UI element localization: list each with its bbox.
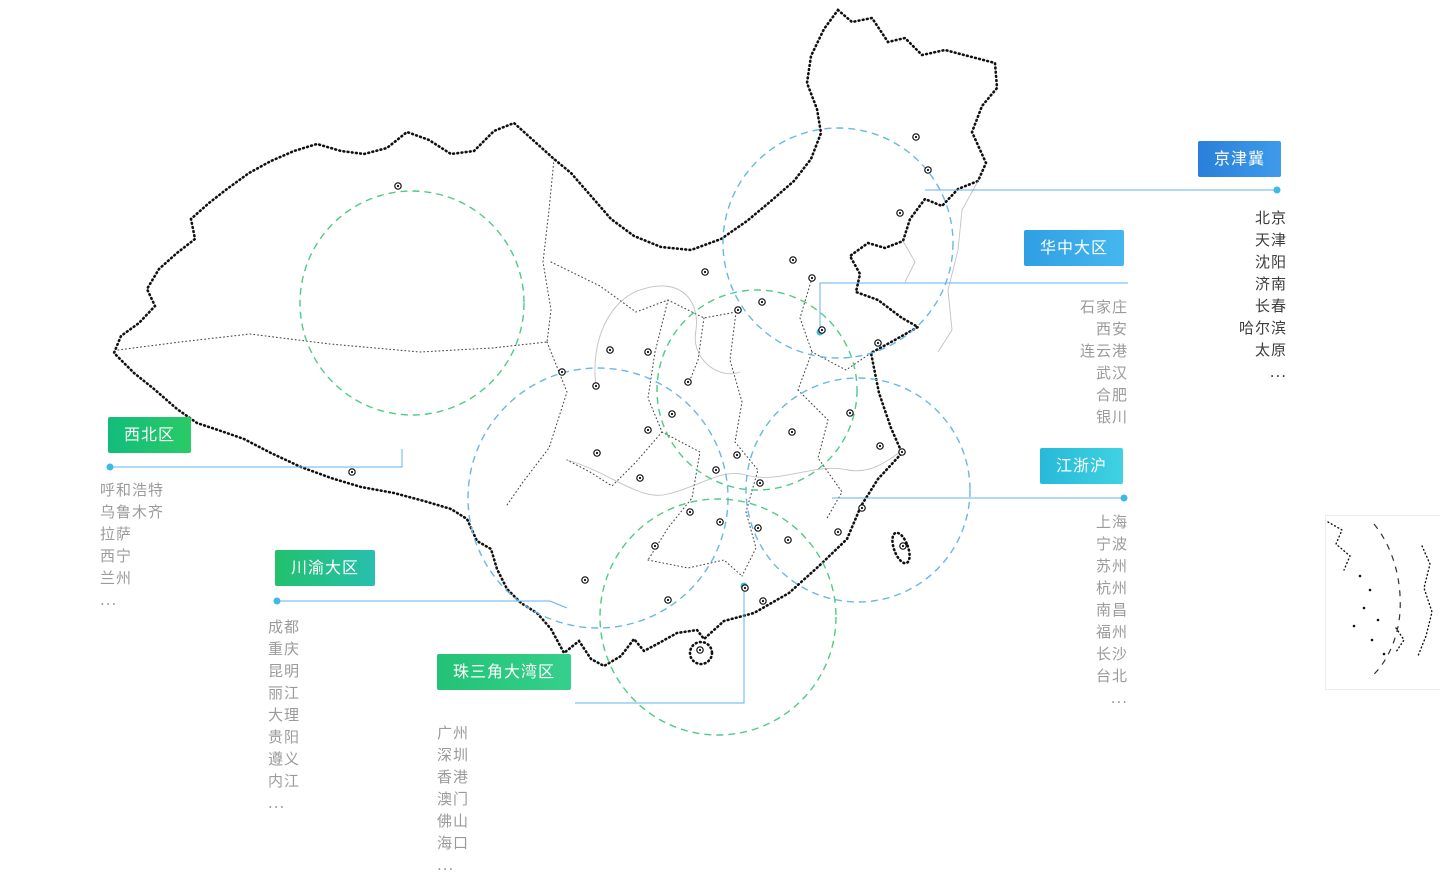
city-list-item: 昆明 [268,662,301,680]
circle-zhusanjiao [599,498,837,736]
city-list-item: ... [100,591,118,609]
city-list-item: 宁波 [1095,535,1128,553]
region-city-list-huazhong: 石家庄西安连云港武汉合肥银川 [988,296,1128,428]
city-list-item: 济南 [1254,275,1287,293]
city-list-item: 太原 [1254,341,1287,359]
circle-huazhong [656,289,858,491]
rivers [566,180,979,496]
city-list-item: 苏州 [1095,557,1128,575]
city-list-item: 广州 [437,724,470,742]
region-tag-jingjinji: 京津冀 [1198,141,1282,177]
city-list-item: ... [437,856,455,874]
city-list-item: 深圳 [437,746,470,764]
city-list-item: 长春 [1254,297,1287,315]
city-list-item: 重庆 [268,640,301,658]
city-list-item: 哈尔滨 [1238,319,1287,337]
city-list-item: ... [268,794,286,812]
city-list-item: 连云港 [1079,342,1128,360]
city-list-item: 香港 [437,768,470,786]
city-list-item: 长沙 [1095,645,1128,663]
city-list-item: 沈阳 [1254,253,1287,271]
city-list-item: 西宁 [100,547,133,565]
leader-zhusanjiao [575,586,745,704]
city-list-item: 呼和浩特 [100,481,165,499]
south-china-sea-inset [1325,515,1440,690]
region-city-list-jiangzhehu: 上海宁波苏州杭州南昌福州长沙台北... [988,511,1128,709]
region-tag-jiangzhehu: 江浙沪 [1040,448,1124,484]
region-city-list-chuanyu: 成都重庆昆明丽江大理贵阳遵义内江... [268,616,408,814]
city-list-item: 佛山 [437,812,470,830]
city-list-item: 武汉 [1095,364,1128,382]
city-markers [348,133,932,654]
city-list-item: 乌鲁木齐 [100,503,165,521]
city-list-item: 拉萨 [100,525,133,543]
city-list-item: 成都 [268,618,301,636]
city-list-item: 合肥 [1095,386,1128,404]
city-list-item: 澳门 [437,790,470,808]
leader-huazhong [819,282,1128,332]
city-list-item: ... [1269,363,1287,381]
region-city-list-xibei: 呼和浩特乌鲁木齐拉萨西宁兰州... [100,479,260,611]
leader-chuanyu [277,600,568,609]
leader-xibei [110,449,403,468]
city-list-item: 贵阳 [268,728,301,746]
city-list-item: 北京 [1254,209,1287,227]
city-list-item: 天津 [1254,231,1287,249]
country-outline [112,8,999,668]
city-list-item: ... [1110,689,1128,707]
region-tag-chuanyu: 川渝大区 [275,550,376,586]
south-china-sea-inset-map [1327,521,1433,679]
city-list-item: 台北 [1095,667,1128,685]
city-list-item: 西安 [1095,320,1128,338]
city-list-item: 银川 [1095,408,1128,426]
city-list-item: 海口 [437,834,470,852]
city-list-item: 上海 [1095,513,1128,531]
region-tag-zhusanjiao: 珠三角大湾区 [437,654,572,690]
city-list-item: 大理 [268,706,301,724]
city-list-item: 杭州 [1095,579,1128,597]
region-city-list-jingjinji: 北京天津沈阳济南长春哈尔滨太原... [1147,207,1287,383]
city-list-item: 遵义 [268,750,301,768]
region-circles [299,127,971,736]
city-list-item: 丽江 [268,684,301,702]
region-tag-xibei: 西北区 [108,417,192,453]
circle-jingjinji [722,127,954,359]
circle-chuanyu [467,367,729,629]
circle-xibei [299,190,525,416]
circle-jiangzhehu [745,377,971,603]
city-list-item: 福州 [1095,623,1128,641]
leader-lines [110,189,1277,704]
region-city-list-zhusanjiao: 广州深圳香港澳门佛山海口... [437,722,577,876]
city-list-item: 南昌 [1095,601,1128,619]
city-list-item: 石家庄 [1079,298,1128,316]
province-borders [117,158,872,577]
region-tag-huazhong: 华中大区 [1024,230,1125,266]
city-list-item: 内江 [268,772,301,790]
city-list-item: 兰州 [100,569,133,587]
